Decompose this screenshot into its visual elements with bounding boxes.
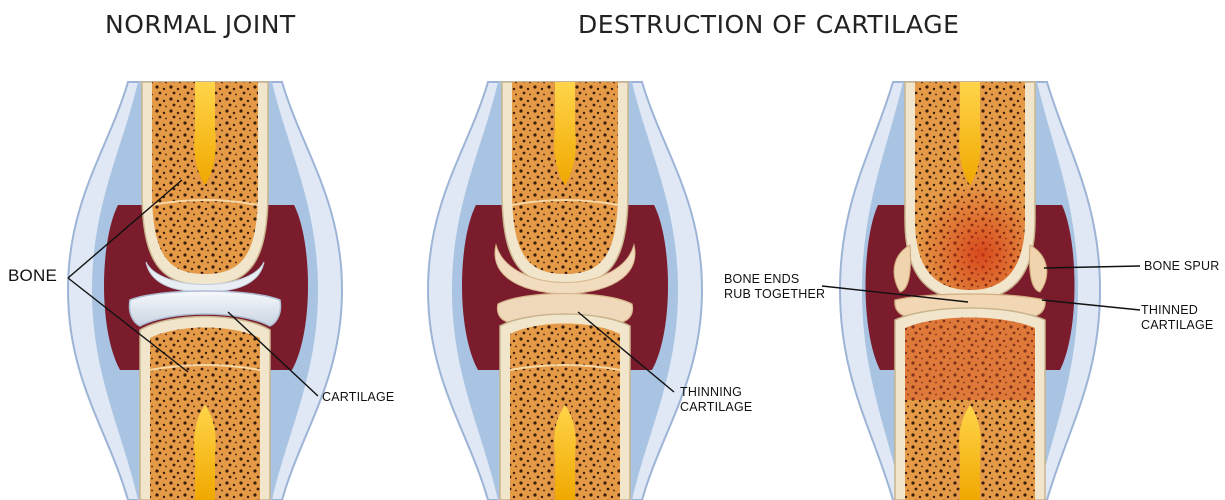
label-thinned-cartilage-line2: CARTILAGE: [1141, 318, 1213, 333]
normal-joint: [68, 82, 342, 500]
bone-on-bone-joint: [840, 82, 1100, 500]
label-bone-ends-rub-together: BONE ENDS RUB TOGETHER: [724, 272, 825, 302]
thinning-joint: [428, 82, 702, 500]
label-bone-spur: BONE SPUR: [1144, 259, 1219, 274]
label-bone: BONE: [8, 268, 57, 283]
inflamed-bone-upper: [915, 170, 1025, 290]
label-thinning-cartilage-line1: THINNING: [680, 385, 752, 400]
label-thinning-cartilage: THINNING CARTILAGE: [680, 385, 752, 415]
label-thinning-cartilage-line2: CARTILAGE: [680, 400, 752, 415]
label-bone-ends-line2: RUB TOGETHER: [724, 287, 825, 302]
label-thinned-cartilage: THINNED CARTILAGE: [1141, 303, 1213, 333]
inflamed-bone-lower: [905, 318, 1035, 401]
label-cartilage: CARTILAGE: [322, 390, 394, 405]
label-thinned-cartilage-line1: THINNED: [1141, 303, 1213, 318]
label-bone-ends-line1: BONE ENDS: [724, 272, 825, 287]
